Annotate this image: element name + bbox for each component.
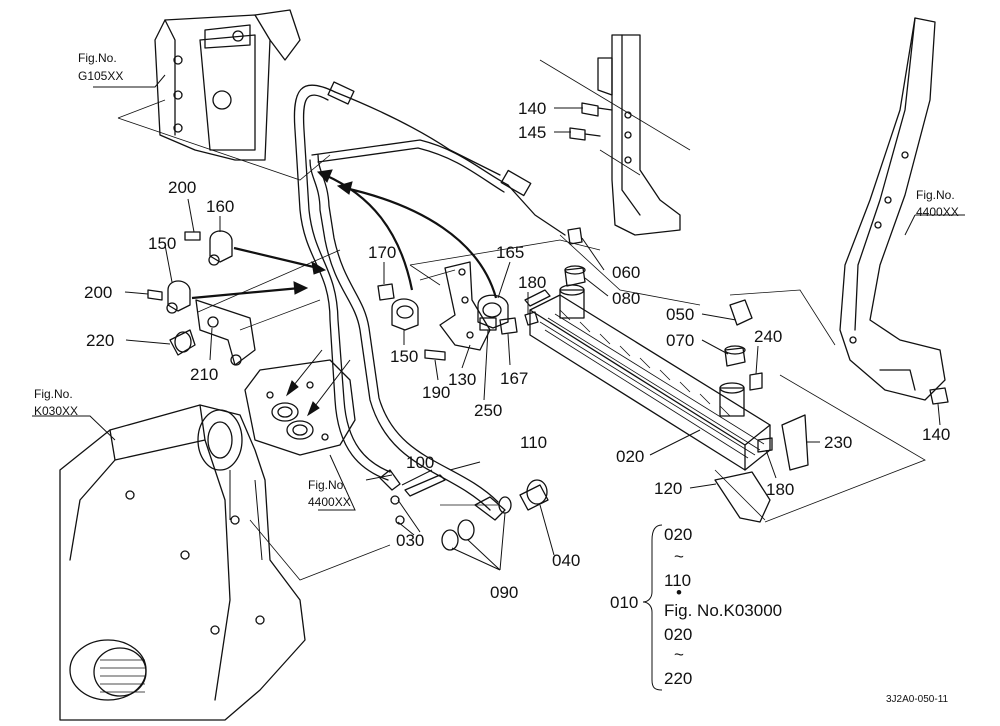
assembly-row-tilde-2: ~ [674, 645, 684, 664]
diagram-code: 3J2A0-050-11 [886, 694, 949, 705]
callout-180-lower: 180 [766, 480, 794, 499]
callout-100: 100 [406, 453, 434, 472]
composition-brace [642, 524, 663, 691]
fig-ref-4400xx-right-line2: 4400XX [916, 205, 959, 219]
callout-150-center: 150 [390, 347, 418, 366]
callout-167: 167 [500, 369, 528, 388]
callout-080: 080 [612, 289, 640, 308]
front-frame [154, 9, 301, 161]
fig-ref-g105xx-line2: G105XX [78, 69, 123, 83]
callout-120: 120 [654, 479, 682, 498]
assembly-lines [117, 59, 926, 581]
callout-200-lower: 200 [84, 283, 112, 302]
assembly-row-3: Fig. No.K03000 [664, 601, 782, 620]
callout-040: 040 [552, 551, 580, 570]
assembly-arrows [191, 169, 498, 417]
fig-ref-g105xx-line1: Fig.No. [78, 51, 117, 65]
assembly-row-4: 020 [664, 625, 692, 644]
fig-ref-k030xx-line1: Fig.No. [34, 387, 73, 401]
fig-ref-4400xx-center-line2: 4400XX [308, 495, 351, 509]
callout-060: 060 [612, 263, 640, 282]
callout-190: 190 [422, 383, 450, 402]
callout-240: 240 [754, 327, 782, 346]
clamps-and-bolts [147, 102, 949, 551]
fig-ref-4400xx-center-line1: Fig.No. [308, 478, 347, 492]
callout-230: 230 [824, 433, 852, 452]
callout-130: 130 [448, 370, 476, 389]
callout-140-top: 140 [518, 99, 546, 118]
fig-ref-4400xx-right-line1: Fig.No. [916, 188, 955, 202]
callout-250: 250 [474, 401, 502, 420]
callout-165: 165 [496, 243, 524, 262]
callout-090: 090 [490, 583, 518, 602]
callout-110: 110 [520, 433, 547, 452]
callout-200-upper: 200 [168, 178, 196, 197]
frame-bracket [244, 359, 356, 456]
oil-hoses [293, 81, 566, 521]
assembly-row-5: 220 [664, 669, 692, 688]
assembly-row-2: 110 [664, 571, 691, 590]
part-callouts: 140 145 200 160 150 200 220 210 170 165 … [84, 99, 950, 602]
callout-070: 070 [666, 331, 694, 350]
assembly-row-1: 020 [664, 525, 692, 544]
right-frame [597, 17, 946, 401]
callout-150-left: 150 [148, 234, 176, 253]
callout-180-top: 180 [518, 273, 546, 292]
callout-170: 170 [368, 243, 396, 262]
leader-lines [32, 74, 965, 571]
fig-ref-k030xx-line2: K030XX [34, 404, 78, 418]
callout-220: 220 [86, 331, 114, 350]
transmission-housing [59, 404, 306, 721]
callout-050: 050 [666, 305, 694, 324]
assembly-row-tilde-1: ~ [674, 547, 684, 566]
callout-140-right: 140 [922, 425, 950, 444]
callout-210: 210 [190, 365, 218, 384]
assembly-row-dot: • [676, 583, 682, 602]
assembly-parent-number: 010 [610, 593, 638, 612]
callout-145: 145 [518, 123, 546, 142]
callout-020: 020 [616, 447, 644, 466]
figure-references: Fig.No. G105XX Fig.No. 4400XX Fig.No. K0… [34, 51, 959, 509]
assembly-composition: 010 020 ~ 110 • Fig. No.K03000 020 ~ 220 [610, 524, 782, 691]
callout-030: 030 [396, 531, 424, 550]
cooler-fittings [564, 227, 753, 367]
callout-160: 160 [206, 197, 234, 216]
